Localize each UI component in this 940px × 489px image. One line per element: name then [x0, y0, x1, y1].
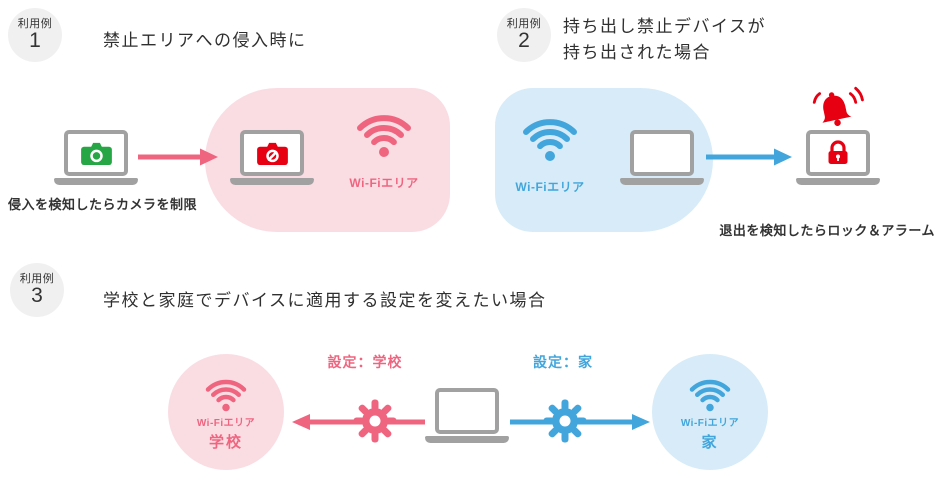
- alarm-bell-icon: [806, 84, 864, 136]
- laptop-screen: [64, 130, 128, 176]
- case1-caption: 侵入を検知したらカメラを制限: [8, 197, 198, 212]
- laptop-screen: [630, 130, 694, 176]
- case1-laptop-inside: [230, 130, 314, 185]
- case2-laptop-inside: [620, 130, 704, 185]
- case1-title: 禁止エリアへの侵入時に: [103, 31, 307, 50]
- case2-wifi-area-label: Wi-Fiエリア: [515, 180, 585, 194]
- wifi-icon: [518, 110, 582, 162]
- case3-school-name: 学校: [208, 433, 243, 451]
- case3-school-area: Wi-Fiエリア 学校: [168, 354, 284, 470]
- gear-icon: [543, 399, 587, 443]
- case3-setting-home-label: 設定：家: [533, 354, 593, 370]
- case3-school-wifi-label: Wi-Fiエリア: [196, 417, 256, 429]
- case3-title: 学校と家庭でデバイスに適用する設定を変えたい場合: [103, 291, 547, 310]
- case3-laptop: [425, 388, 509, 443]
- laptop-screen: [806, 130, 870, 176]
- laptop-base: [620, 178, 704, 185]
- case3-setting-school-label: 設定：学校: [327, 354, 403, 370]
- gear-icon: [353, 399, 397, 443]
- case3-badge: 利用例 3: [10, 263, 64, 317]
- laptop-screen: [435, 388, 499, 434]
- laptop-screen: [240, 130, 304, 176]
- case2-badge-label: 利用例: [506, 17, 542, 30]
- wifi-icon: [202, 373, 250, 412]
- case2-badge: 利用例 2: [497, 8, 551, 62]
- arrow-right-icon: [706, 147, 792, 167]
- laptop-base: [796, 178, 880, 185]
- case1-badge-label: 利用例: [17, 17, 53, 30]
- case3-home-area: Wi-Fiエリア 家: [652, 354, 768, 470]
- arrow-right-icon: [138, 147, 218, 167]
- wifi-icon: [352, 106, 416, 158]
- case2-title: 持ち出し禁止デバイスが 持ち出された場合: [563, 14, 766, 67]
- laptop-base: [425, 436, 509, 443]
- case1-wifi-area-label: Wi-Fiエリア: [349, 176, 419, 190]
- case1-badge: 利用例 1: [8, 8, 62, 62]
- laptop-base: [54, 178, 138, 185]
- case3-badge-label: 利用例: [19, 272, 55, 285]
- case2-badge-number: 2: [518, 29, 530, 53]
- case3-badge-number: 3: [31, 284, 43, 308]
- case2-title-line1: 持ち出し禁止デバイスが: [563, 17, 766, 36]
- camera-icon: [80, 141, 113, 166]
- case1-laptop-outside: [54, 130, 138, 185]
- wifi-icon: [686, 373, 734, 412]
- lock-icon: [825, 140, 851, 166]
- case2-laptop-locked: [796, 130, 880, 185]
- case3-home-name: 家: [701, 433, 719, 451]
- laptop-base: [230, 178, 314, 185]
- case1-badge-number: 1: [29, 29, 41, 53]
- case2-title-line2: 持ち出された場合: [563, 43, 711, 63]
- case2-caption: 退出を検知したらロック＆アラーム: [719, 223, 935, 238]
- case3-home-wifi-label: Wi-Fiエリア: [680, 417, 740, 429]
- camera-blocked-icon: [256, 141, 289, 166]
